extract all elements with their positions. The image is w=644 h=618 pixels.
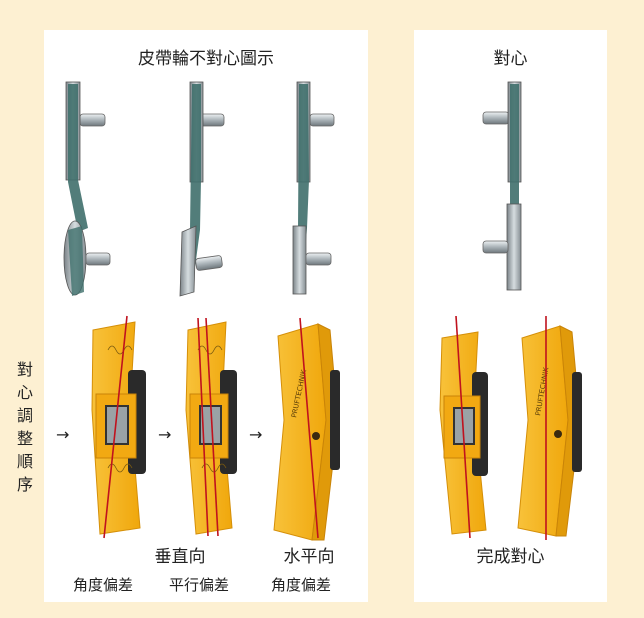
- side-label: 對心調整順序: [16, 360, 33, 494]
- pulley-angular-offset: [63, 81, 111, 296]
- shaft: [305, 252, 332, 266]
- aligned-caption: 完成對心: [476, 547, 545, 567]
- alignment-tool-vertical-parallel: [185, 317, 237, 537]
- lower-pulley: [179, 225, 197, 297]
- alignment-tool-aligned-side: PRUFTECHNIK: [517, 316, 582, 540]
- tool-magnet-base: [330, 370, 340, 470]
- step-horizontal-label: 水平向: [283, 547, 335, 567]
- tool-sensor: [312, 432, 320, 440]
- shaft: [85, 252, 111, 266]
- label-angular-offset: 角度偏差: [72, 576, 133, 594]
- aligned-title: 對心: [493, 49, 528, 69]
- laser-line: [299, 317, 319, 539]
- step-vertical-label: 垂直向: [154, 547, 206, 567]
- shaft: [482, 240, 509, 254]
- misalignment-title: 皮帶輪不對心圖示: [138, 49, 274, 69]
- shaft: [79, 113, 106, 127]
- arrow-right-icon: →: [56, 425, 70, 444]
- pulley-parallel-offset: [179, 81, 225, 297]
- laser-line: [197, 317, 209, 537]
- laser-line: [103, 315, 128, 539]
- shaft: [199, 113, 225, 127]
- shaft: [195, 255, 223, 271]
- tool-magnet-base: [572, 372, 582, 472]
- pulley-horizontal-offset: [292, 81, 335, 295]
- alignment-tool-vertical-angular: [91, 315, 146, 539]
- tool-sensor: [554, 430, 562, 438]
- label-angular-offset: 角度偏差: [270, 576, 331, 594]
- label-parallel-offset: 平行偏差: [168, 576, 229, 594]
- pulley-aligned: [482, 81, 522, 291]
- lower-pulley: [292, 225, 307, 295]
- belt: [68, 84, 88, 232]
- shaft: [309, 113, 335, 127]
- arrow-right-icon: →: [249, 425, 263, 444]
- arrow-right-icon: →: [158, 425, 172, 444]
- laser-line: [455, 315, 471, 539]
- laser-line: [205, 317, 219, 537]
- shaft: [482, 111, 510, 125]
- alignment-tool-aligned-front: [439, 315, 488, 539]
- belt: [510, 84, 519, 288]
- lower-pulley: [506, 203, 522, 291]
- belt-lower: [68, 226, 84, 296]
- alignment-tool-horizontal-angular: PRUFTECHNIK: [273, 317, 340, 541]
- belt: [183, 84, 201, 290]
